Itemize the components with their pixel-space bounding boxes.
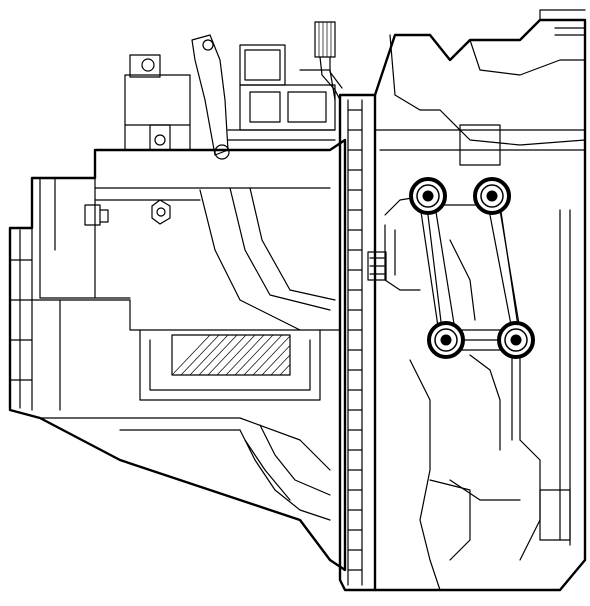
hatched-panel (139, 329, 321, 401)
bolt-upper-left (409, 177, 447, 215)
bolt-lower-right (497, 321, 535, 359)
bell-housing-flange (338, 93, 377, 592)
lower-duct (239, 424, 331, 521)
connector-plug (314, 21, 343, 101)
bolt-lower-left (427, 321, 465, 359)
control-valve-body (227, 44, 336, 141)
right-housing (367, 9, 587, 592)
mount-bolts (409, 177, 535, 359)
left-nut (84, 204, 109, 226)
bolt-upper-right (473, 177, 511, 215)
transmission-case-outline (8, 138, 347, 572)
case-rib (94, 187, 336, 331)
shift-lever (191, 34, 230, 160)
solenoid-assembly (124, 54, 191, 151)
hex-bolt-small (151, 199, 171, 225)
